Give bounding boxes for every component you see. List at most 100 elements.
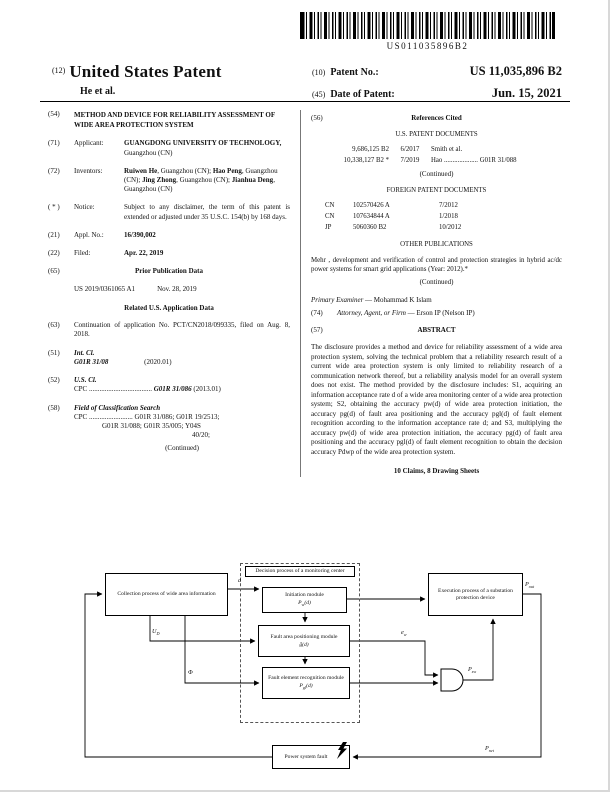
collection-box-label: Collection process of wide area informat…: [117, 591, 216, 597]
right-column: (56) References Cited U.S. PATENT DOCUME…: [300, 110, 562, 477]
publication-number: US 2019/0361065 A1: [74, 284, 136, 293]
power-fault-label: Power system fault: [284, 753, 328, 760]
label-base: U: [152, 628, 157, 635]
table-row: 9,686,125 B2 6/2017 Smith et al.: [311, 146, 562, 155]
field-72-number: (72): [48, 166, 60, 175]
primary-examiner-name: Mohammad K Islam: [373, 295, 432, 304]
ref-date: 10/2012: [439, 224, 462, 232]
formula-post: (d): [304, 600, 311, 607]
notice-field: ( * ) Notice: Subject to any disclaimer,…: [48, 203, 290, 221]
us-cl-label: U.S. Cl.: [74, 376, 97, 385]
table-row: CN 102570426 A 7/2012: [311, 202, 562, 211]
label-base: P: [525, 581, 529, 588]
signal-label-pnet: Pnet: [485, 745, 494, 753]
inventor-name: Ruiwen He: [124, 166, 158, 175]
cpc-search-line: G01R 31/088; G01R 35/005; Y04S: [102, 421, 201, 430]
signal-label-ud: UD: [152, 628, 160, 636]
ref-number: 9,686,125 B2: [352, 146, 389, 154]
applicant-location: Guangzhou (CN): [124, 148, 173, 157]
bibliographic-columns: (54) METHOD AND DEVICE FOR RELIABILITY A…: [48, 110, 562, 477]
notice-asterisk: ( * ): [48, 203, 60, 212]
continuation-text: Continuation of application No. PCT/CN20…: [74, 321, 290, 339]
appl-no-value: 16/390,002: [124, 230, 156, 239]
label-sub: w: [403, 632, 407, 638]
lightning-icon: [337, 742, 347, 759]
applicant-field: (71) Applicant: GUANGDONG UNIVERSITY OF …: [48, 139, 290, 157]
signal-label-ew: ew: [401, 629, 407, 637]
notice-text: Subject to any disclaimer, the term of t…: [124, 203, 290, 221]
attorney-name: Erson IP (Nelson IP): [416, 308, 475, 317]
appl-no-field: (21) Appl. No.: 16/390,002: [48, 231, 290, 240]
fault-element-module-label: Fault element recognition module: [268, 675, 344, 682]
signal-label-pout: Pout: [525, 581, 534, 589]
field-57-number: (57): [311, 326, 323, 335]
attorney-body: Attorney, Agent, or Firm — Erson IP (Nel…: [337, 309, 562, 318]
ref-date: 7/2012: [439, 202, 458, 210]
fault-area-formula: g̃(d): [299, 641, 309, 648]
header-rule: [40, 101, 570, 102]
us-references-table: 9,686,125 B2 6/2017 Smith et al. 10,338,…: [311, 146, 562, 166]
int-cl-label: Int. Cl.: [74, 348, 95, 357]
formula-base: P: [299, 683, 303, 690]
int-cl-field: (51) Int. Cl. G01R 31/08 (2020.01): [48, 349, 290, 367]
ref-number: 5060360 B2: [353, 224, 387, 232]
label-sub: out: [528, 584, 535, 590]
field-71-number: (71): [48, 139, 60, 148]
attorney-label: Attorney, Agent, or Firm: [337, 308, 406, 317]
left-column: (54) METHOD AND DEVICE FOR RELIABILITY A…: [48, 110, 300, 477]
prior-publication-row: US 2019/0361065 A1 Nov. 28, 2019: [74, 285, 290, 294]
related-application-heading: Related U.S. Application Data: [48, 304, 290, 313]
abstract-figure: Collection process of wide area informat…: [55, 556, 560, 784]
inventor-short-name: He et al.: [80, 86, 116, 97]
ref-number: 107634844 A: [353, 213, 390, 221]
ref-date: 1/2018: [439, 213, 458, 221]
initiation-formula: Pw(d): [298, 600, 311, 607]
ref-country: CN: [325, 213, 335, 221]
field-22-number: (22): [48, 249, 60, 258]
filed-value: Apr. 22, 2019: [124, 249, 164, 258]
fault-area-module-label: Fault area positioning module: [270, 633, 338, 640]
attorney-line: (74) Attorney, Agent, or Firm — Erson IP…: [311, 309, 562, 318]
label-base: Φ: [188, 669, 193, 676]
field-21-number: (21): [48, 230, 60, 239]
formula-base: P: [298, 600, 302, 607]
prior-publication-heading: (65) Prior Publication Data: [48, 267, 290, 276]
inventor-name: Hao Peng: [212, 166, 242, 175]
claims-line: 10 Claims, 8 Drawing Sheets: [393, 467, 480, 476]
title-field: (54) METHOD AND DEVICE FOR RELIABILITY A…: [48, 110, 290, 130]
inventors-label: Inventors:: [74, 166, 103, 175]
formula-post: (d): [306, 683, 313, 690]
related-application-title: Related U.S. Application Data: [124, 303, 214, 312]
label-base: P: [485, 745, 489, 752]
primary-examiner-label: Primary Examiner: [311, 295, 364, 304]
header-right: (10) Patent No.: US 11,035,896 B2 (45) D…: [312, 64, 562, 108]
inventor-location: , Guangzhou (CN);: [176, 175, 232, 184]
cpc-search-line: 40/20;: [192, 431, 210, 440]
label-sub: D: [156, 631, 160, 637]
ref-country: JP: [325, 224, 332, 232]
int-cl-body: Int. Cl. G01R 31/08 (2020.01): [74, 349, 290, 367]
table-row: CN 107634844 A 1/2018: [311, 213, 562, 222]
field-58-number: (58): [48, 403, 60, 412]
appl-no-label: Appl. No.:: [74, 230, 104, 239]
abstract-heading: (57) ABSTRACT: [311, 326, 562, 335]
abstract-text: The disclosure provides a method and dev…: [311, 343, 562, 456]
us-cl-field: (52) U.S. Cl. CPC ......................…: [48, 376, 290, 394]
inventor-location: , Guangzhou (CN): [124, 175, 275, 194]
label-sub: sw: [471, 669, 477, 675]
publication-date: Nov. 28, 2019: [157, 284, 197, 293]
field-63-number: (63): [48, 321, 60, 330]
label-base: e: [401, 629, 404, 636]
continued-note: (Continued): [165, 444, 199, 453]
table-row: 10,338,127 B2 * 7/2019 Hao .............…: [311, 157, 562, 166]
foreign-patent-documents-heading: FOREIGN PATENT DOCUMENTS: [386, 187, 487, 195]
header-left: (12)United States Patent He et al.: [52, 62, 222, 97]
field-52-number: (52): [48, 376, 60, 385]
abstract-title: ABSTRACT: [417, 326, 456, 335]
barcode-block: US011035896B2: [300, 12, 555, 51]
label-sub: net: [488, 748, 494, 754]
applicant-name: GUANGDONG UNIVERSITY OF TECHNOLOGY,: [124, 139, 282, 148]
field-56-number: (56): [311, 114, 323, 122]
ref-date: 6/2017: [400, 146, 420, 154]
continuation-field: (63) Continuation of application No. PCT…: [48, 321, 290, 339]
